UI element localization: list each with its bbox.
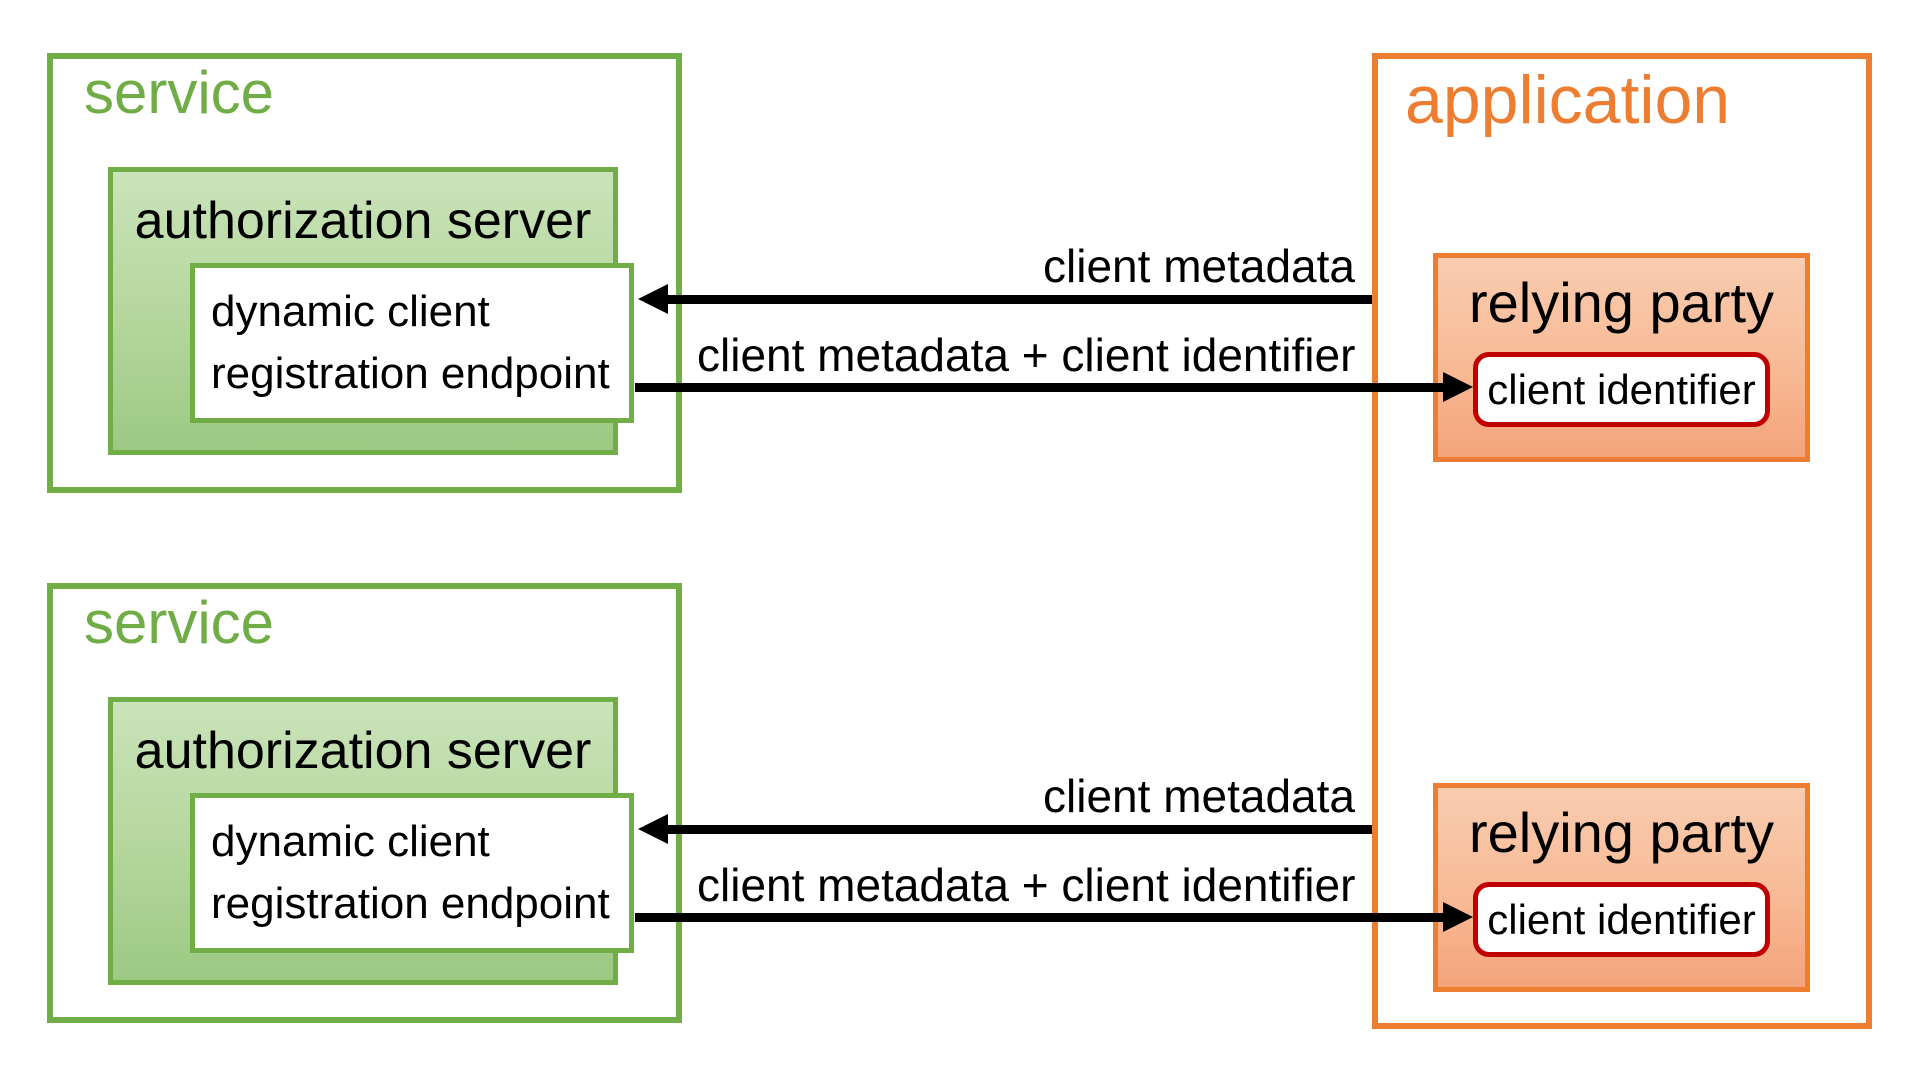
registration-endpoint-box-top: dynamic client registration endpoint <box>190 263 634 423</box>
client-identifier-label-bottom: client identifier <box>1487 895 1756 943</box>
relying-party-label-top: relying party <box>1468 271 1775 334</box>
registration-endpoint-box-bottom: dynamic client registration endpoint <box>190 793 634 953</box>
client-identifier-box-bottom: client identifier <box>1473 882 1770 957</box>
arrow-label-metadata-identifier-top: client metadata + client identifier <box>697 329 1356 381</box>
arrowhead-right-icon <box>1443 902 1473 932</box>
arrow-metadata-identifier-bottom <box>635 902 1473 932</box>
client-identifier-box-top: client identifier <box>1473 352 1770 427</box>
client-identifier-label-top: client identifier <box>1487 365 1756 413</box>
arrowhead-left-icon <box>638 814 668 844</box>
arrow-shaft <box>635 912 1447 922</box>
arrow-shaft <box>664 294 1372 304</box>
application-label: application <box>1405 62 1731 138</box>
arrow-label-metadata-identifier-bottom: client metadata + client identifier <box>697 859 1356 911</box>
registration-endpoint-label-bottom: dynamic client registration endpoint <box>211 817 610 928</box>
arrowhead-left-icon <box>638 284 668 314</box>
arrow-label-client-metadata-top: client metadata <box>1043 240 1355 292</box>
registration-endpoint-label-top: dynamic client registration endpoint <box>211 287 610 398</box>
authorization-server-label-top: authorization server <box>134 192 592 250</box>
arrow-client-metadata-top <box>638 284 1372 314</box>
arrow-shaft <box>635 382 1447 392</box>
arrowhead-right-icon <box>1443 372 1473 402</box>
arrow-label-client-metadata-bottom: client metadata <box>1043 770 1355 822</box>
arrow-metadata-identifier-top <box>635 372 1473 402</box>
service-label-bottom: service <box>84 589 275 656</box>
service-label-top: service <box>84 59 275 126</box>
authorization-server-label-bottom: authorization server <box>134 722 592 780</box>
arrow-shaft <box>664 824 1372 834</box>
relying-party-label-bottom: relying party <box>1468 801 1775 864</box>
arrow-client-metadata-bottom <box>638 814 1372 844</box>
